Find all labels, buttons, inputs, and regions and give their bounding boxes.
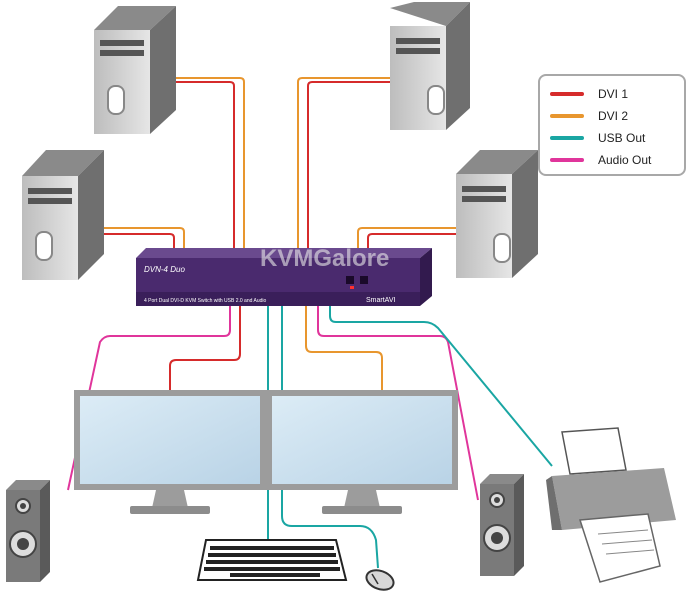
dvi2-cable-mid-right [357,227,456,258]
dvi2-cable-mid-left [96,227,185,258]
legend-item-dvi1: DVI 1 [550,86,628,102]
dvi2-cable-top-right [297,77,390,258]
dvi1-cable-mid-right [367,233,456,258]
dvi1-cable-mid-left [96,233,175,258]
dvi1-cable-top-left [150,81,235,258]
dvi2-cable-top-left [150,77,245,258]
legend-swatch-dvi1 [550,92,584,96]
mouse [365,569,395,591]
speaker-right [480,474,524,576]
legend-swatch-audio [550,158,584,162]
watermark: KVMGalore [260,245,389,272]
computer-tower-top-right [390,2,470,130]
keyboard [196,539,348,581]
legend-label-audio: Audio Out [598,153,652,167]
computer-tower-mid-right [456,150,538,278]
legend-item-audio: Audio Out [550,152,651,168]
monitor-right [266,390,458,514]
legend-swatch-dvi2 [550,114,584,118]
audio-cable-left [67,304,231,491]
monitor-left [74,390,266,514]
usb-cable-mouse [281,304,379,569]
dvi1-cable-left-monitor [169,304,241,392]
legend-item-usb: USB Out [550,130,645,146]
printer [546,427,676,583]
switch-description: 4 Port Dual DVI-D KVM Switch with USB 2.… [144,298,266,304]
computer-tower-mid-left [22,150,104,280]
legend-label-usb: USB Out [598,131,646,145]
usb-cable-printer [329,304,553,467]
legend-item-dvi2: DVI 2 [550,108,628,124]
legend-label-dvi2: DVI 2 [598,109,629,123]
dvi1-cable-top-right [307,81,390,258]
switch-model: DVN-4 Duo [144,265,185,274]
legend-swatch-usb [550,136,584,140]
dvi2-cable-right-monitor [305,304,383,392]
legend-label-dvi1: DVI 1 [598,87,629,101]
kvm-switch: DVN-4 Duo 4 Port Dual DVI-D KVM Switch w… [136,248,432,306]
speaker-left [6,480,50,582]
computer-tower-top-left [94,6,176,134]
switch-brand: SmartAVI [366,297,395,304]
legend: DVI 1 DVI 2 USB Out Audio Out [538,74,686,176]
